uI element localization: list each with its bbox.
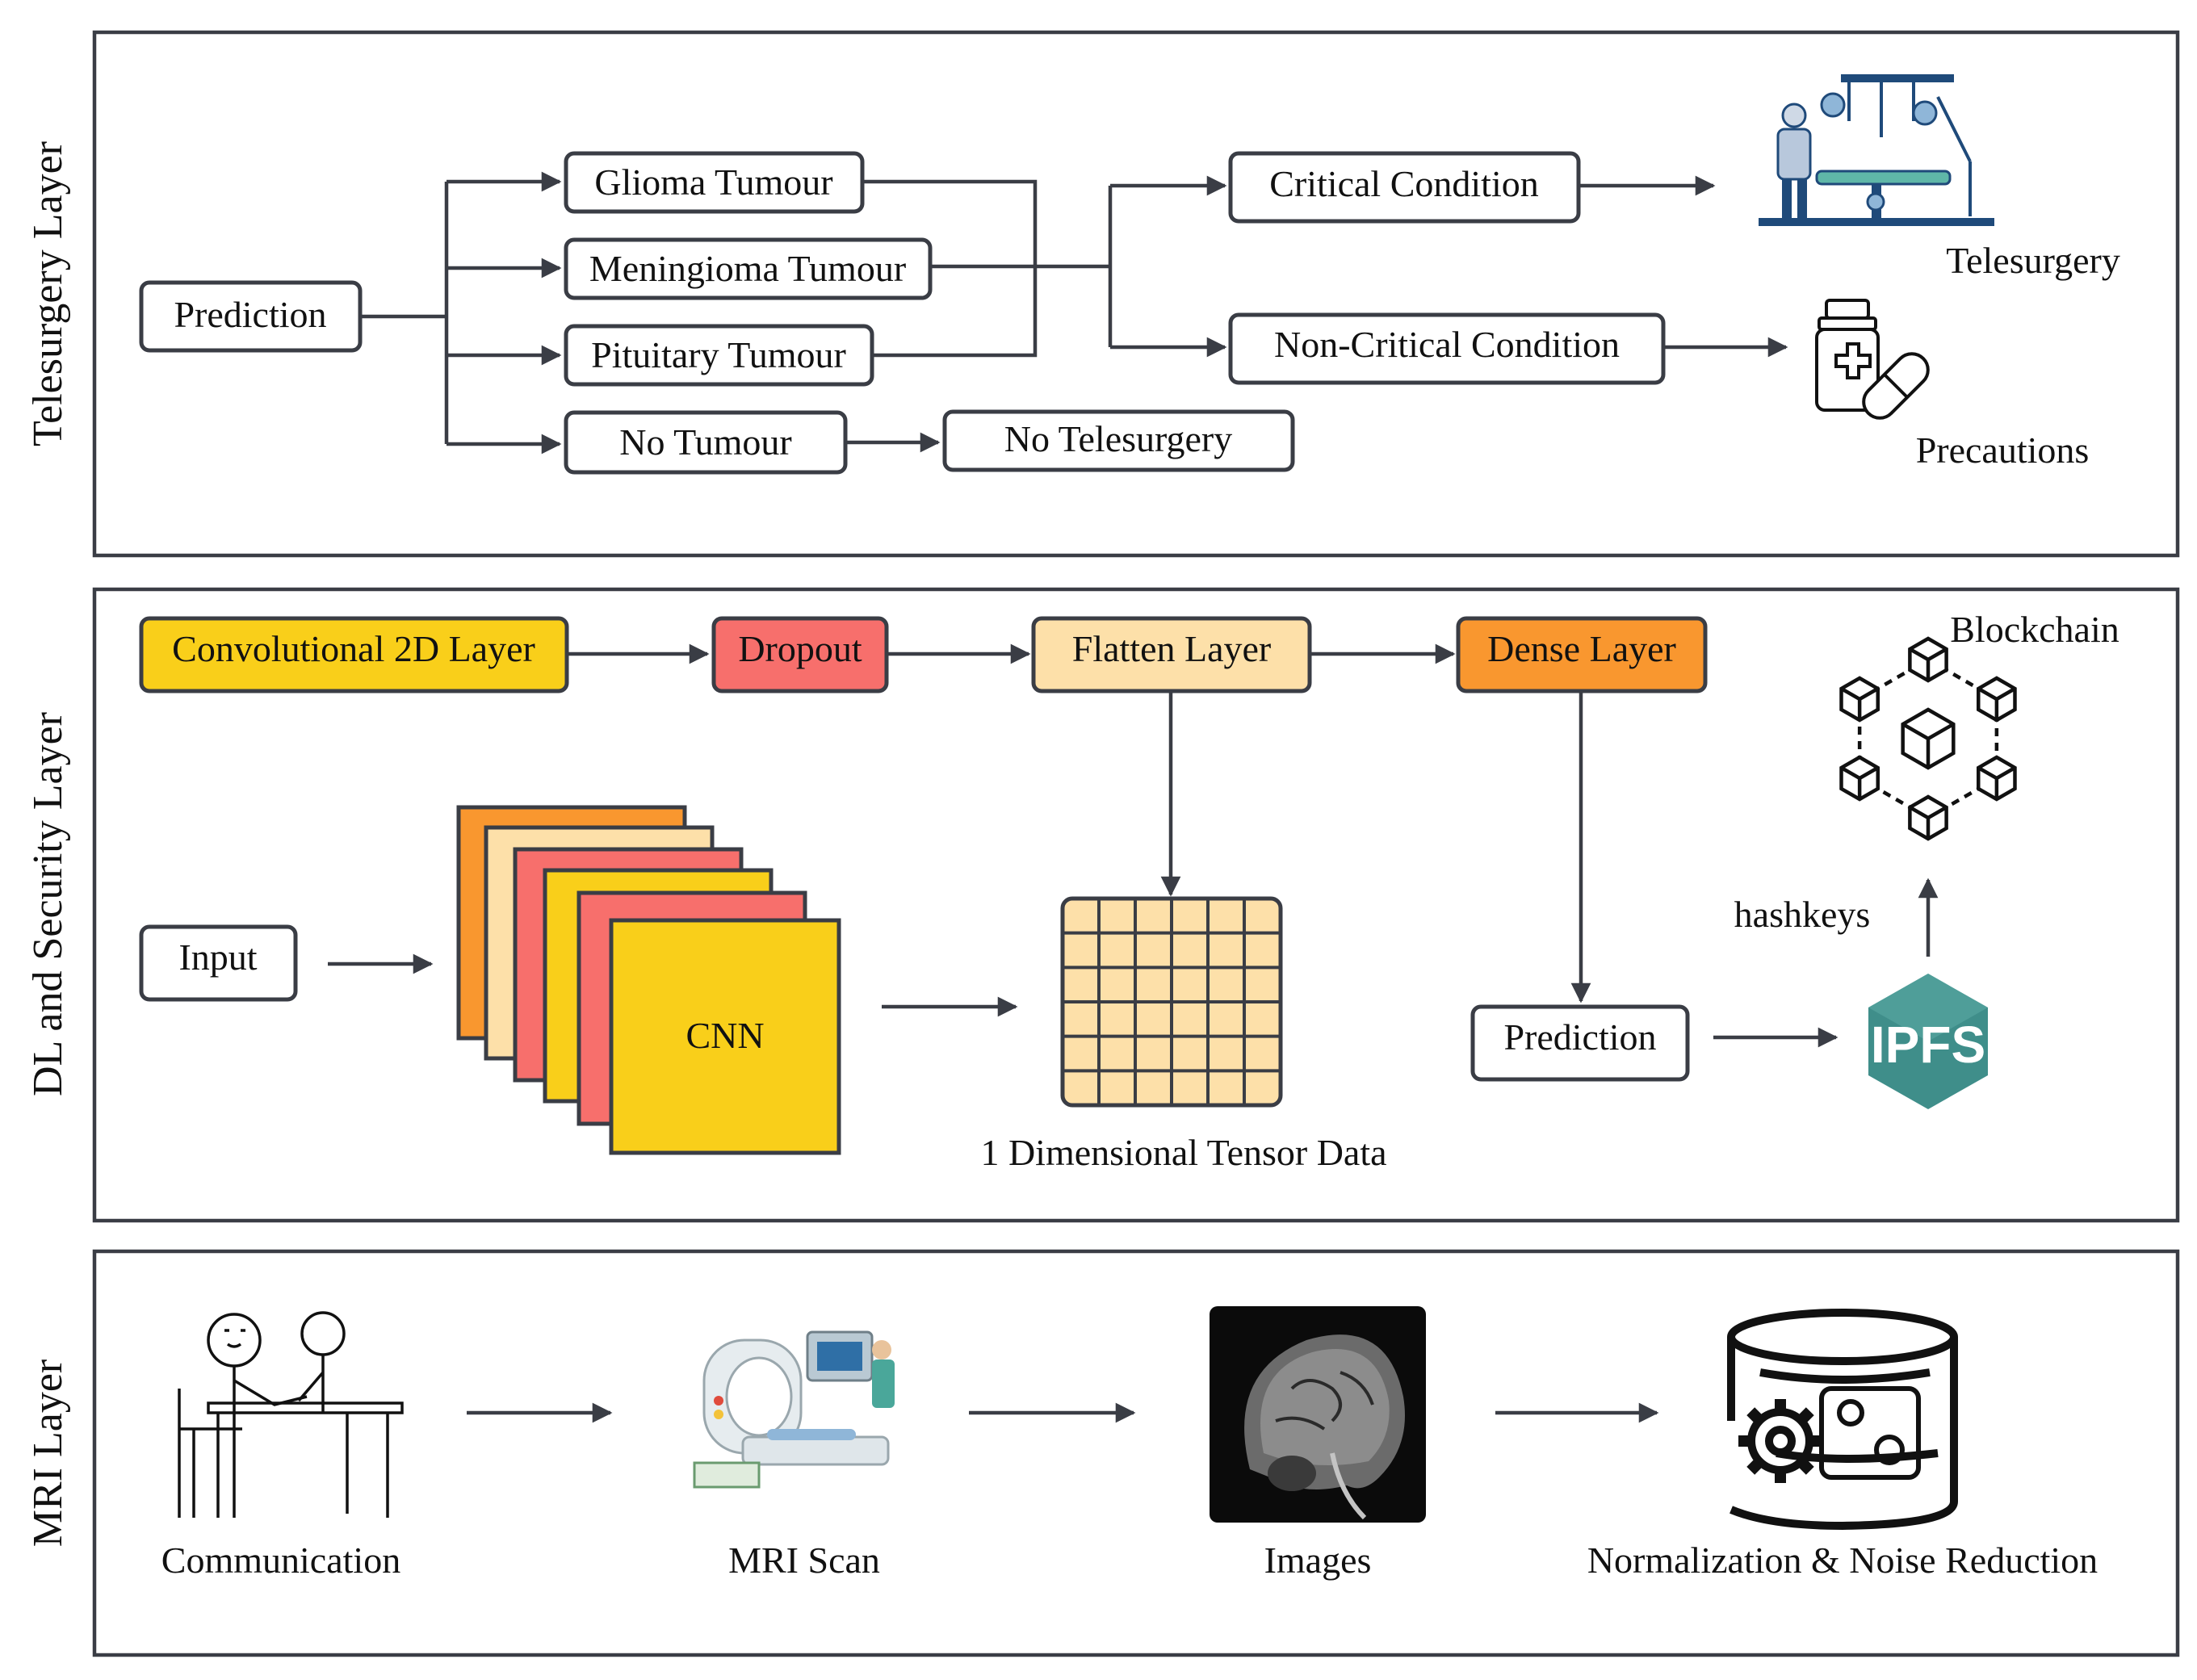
robot-surgery-icon <box>1759 74 1994 226</box>
critical-condition-box <box>1228 151 1581 224</box>
flatten-label: Flatten Layer <box>1072 628 1272 669</box>
block-cube-icon <box>1977 755 2017 802</box>
normalization-label: Normalization & Noise Reduction <box>1587 1540 2098 1581</box>
conv2d-label: Convolutional 2D Layer <box>172 628 535 669</box>
input-label: Input <box>178 936 257 978</box>
block-cube-icon <box>1977 676 2017 723</box>
dense-label: Dense Layer <box>1487 628 1676 669</box>
block-cube-icon <box>1839 755 1880 802</box>
non-critical-condition-label: Non-Critical Condition <box>1274 324 1620 365</box>
dropout-label: Dropout <box>738 628 862 669</box>
mri-layer-label: MRI Layer <box>25 1360 71 1547</box>
ipfs-label: IPFS <box>1871 1016 1985 1074</box>
mri-flow: Communication MRI Scan Images <box>161 1306 2098 1581</box>
dl-prediction-box <box>1470 1004 1690 1082</box>
telesurgery-caption: Telesurgery <box>1946 240 2120 281</box>
flatten-box <box>1031 616 1312 693</box>
meningioma-label: Meningioma Tumour <box>589 248 906 289</box>
conv2d-box <box>139 616 569 693</box>
database-gears-icon <box>1727 1309 1958 1531</box>
meningioma-box <box>564 237 933 300</box>
communication-label: Communication <box>161 1540 400 1581</box>
block-cube-icon <box>1908 794 1948 841</box>
medicine-icon <box>1815 299 1930 420</box>
mri-scan-label: MRI Scan <box>728 1540 880 1581</box>
blockchain-icon <box>1839 636 2017 841</box>
non-critical-condition-box <box>1228 312 1666 385</box>
dropout-box <box>711 616 889 693</box>
images-label: Images <box>1264 1540 1372 1581</box>
hashkeys-label: hashkeys <box>1734 894 1871 935</box>
pituitary-box <box>564 324 874 387</box>
critical-condition-label: Critical Condition <box>1269 163 1538 204</box>
doctor-patient-icon <box>178 1311 404 1518</box>
mri-scanner-icon <box>693 1330 895 1489</box>
block-cube-icon <box>1908 636 1948 683</box>
blockchain-label: Blockchain <box>1950 609 2119 650</box>
prediction-label: Prediction <box>174 294 326 335</box>
tensor-caption: 1 Dimensional Tensor Data <box>980 1132 1386 1173</box>
central-block-cube-icon <box>1901 707 1956 770</box>
precautions-caption: Precautions <box>1916 429 2090 471</box>
input-box <box>139 924 298 1002</box>
tensor-grid <box>1060 896 1283 1108</box>
cnn-label: CNN <box>686 1015 764 1056</box>
cnn-stack <box>456 805 841 1155</box>
brain-mri-image <box>1210 1306 1426 1523</box>
no-tumour-box <box>564 410 848 475</box>
mri-panel <box>92 1249 2180 1657</box>
ipfs-icon: IPFS <box>1868 974 1988 1109</box>
no-tumour-label: No Tumour <box>619 421 791 463</box>
glioma-box <box>564 151 865 214</box>
dl-security-flow: Convolutional 2D Layer Dropout Flatten L… <box>139 609 2119 1173</box>
glioma-label: Glioma Tumour <box>594 161 832 203</box>
dl-prediction-label: Prediction <box>1503 1016 1656 1058</box>
prediction-box <box>139 280 363 353</box>
block-cube-icon <box>1839 676 1880 723</box>
pituitary-label: Pituitary Tumour <box>591 334 846 375</box>
no-telesurgery-label: No Telesurgery <box>1004 418 1233 459</box>
dense-box <box>1456 616 1708 693</box>
no-telesurgery-box <box>942 409 1295 472</box>
telesurgery-panel <box>92 30 2180 558</box>
dl-security-layer-label: DL and Security Layer <box>25 712 71 1096</box>
telesurgery-layer-label: Telesurgery Layer <box>25 141 71 446</box>
telesurgery-flow: Prediction Glioma Tumour Meningioma Tumo… <box>139 74 2120 475</box>
